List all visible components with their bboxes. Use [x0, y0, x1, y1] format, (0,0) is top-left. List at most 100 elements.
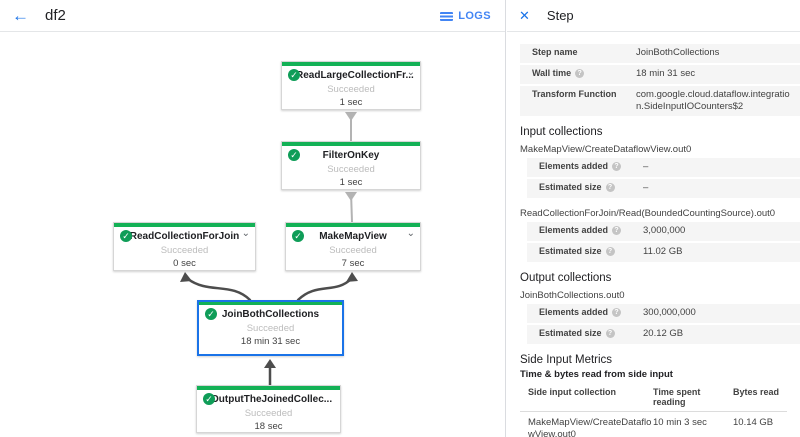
graph-node-make-map-view[interactable]: ✓ MakeMapView ⌄ Succeeded 7 sec — [285, 222, 421, 271]
logs-list-icon — [440, 11, 454, 21]
node-title: ReadCollectionForJoin — [129, 231, 240, 242]
detail-label: Transform Function — [532, 89, 617, 99]
success-check-icon: ✓ — [120, 230, 132, 242]
graph-node-read-collection-for-join[interactable]: ✓ ReadCollectionForJoin ⌄ Succeeded 0 se… — [113, 222, 256, 271]
node-title: MakeMapView — [319, 231, 387, 242]
detail-value: JoinBothCollections — [636, 47, 720, 58]
detail-row-step-name: Step name JoinBothCollections — [520, 44, 800, 63]
collection-name: MakeMapView/CreateDataflowView.out0 — [520, 144, 692, 155]
node-title: FilterOnKey — [322, 150, 380, 161]
metric-value: 20.12 GB — [643, 328, 684, 339]
detail-row-transform-function: Transform Function com.google.cloud.data… — [520, 86, 800, 116]
metric-label: Elements added? — [539, 307, 643, 317]
node-title: OutputTheJoinedCollec... — [211, 394, 333, 405]
detail-label: Wall time? — [532, 68, 636, 78]
input-collections-title: Input collections — [520, 126, 603, 138]
close-icon[interactable]: ✕ — [519, 7, 530, 23]
node-status: Succeeded — [246, 323, 295, 334]
node-status-bar — [286, 223, 420, 227]
collection-name: JoinBothCollections.out0 — [520, 290, 625, 301]
success-check-icon: ✓ — [292, 230, 304, 242]
graph-panel: ← df2 LOGS — [0, 0, 506, 437]
node-time: 1 sec — [339, 177, 363, 188]
metric-label: Elements added? — [539, 225, 643, 235]
node-status-bar — [282, 142, 420, 146]
node-title: JoinBothCollections — [221, 309, 320, 320]
column-header: Time spent reading — [653, 387, 701, 407]
node-status: Succeeded — [329, 245, 377, 256]
graph-node-output-the-joined[interactable]: ✓ OutputTheJoinedCollec... Succeeded 18 … — [196, 385, 341, 433]
metric-row-elements-added: Elements added? 300,000,000 — [527, 304, 800, 323]
column-header: Bytes read — [733, 387, 780, 397]
detail-value: com.google.cloud.dataflow.integration.Si… — [636, 89, 790, 112]
metric-value: – — [643, 182, 649, 193]
time-spent-cell: 10 min 3 sec — [653, 417, 707, 428]
step-panel-title: Step — [546, 8, 574, 23]
metric-label: Estimated size? — [539, 246, 643, 256]
help-icon[interactable]: ? — [612, 225, 622, 235]
collection-name: ReadCollectionForJoin/Read(BoundedCounti… — [520, 208, 776, 219]
node-status: Succeeded — [327, 164, 375, 175]
side-input-metrics-title: Side Input Metrics — [520, 354, 613, 366]
node-status-bar — [282, 62, 420, 66]
metric-value: 11.02 GB — [643, 246, 683, 257]
help-icon[interactable]: ? — [612, 161, 622, 171]
success-check-icon: ✓ — [288, 149, 300, 161]
node-time: 18 min 31 sec — [240, 336, 301, 347]
metric-row-elements-added: Elements added? 3,000,000 — [527, 222, 800, 241]
metric-row-estimated-size: Estimated size? – — [527, 179, 800, 198]
detail-label: Step name — [532, 47, 578, 57]
graph-node-join-both-collections[interactable]: ✓ JoinBothCollections Succeeded 18 min 3… — [197, 300, 344, 356]
node-status: Succeeded — [160, 245, 209, 256]
metric-row-estimated-size: Estimated size? 20.12 GB — [527, 325, 800, 344]
job-graph: ✓ ReadLargeCollectionFr... ⌄ Succeeded 1… — [0, 32, 505, 437]
detail-row-wall-time: Wall time? 18 min 31 sec — [520, 65, 800, 84]
help-icon[interactable]: ? — [605, 328, 615, 338]
logs-button[interactable]: LOGS — [440, 0, 491, 32]
node-time: 0 sec — [173, 258, 196, 269]
bytes-read-cell: 10.14 GB — [733, 417, 774, 428]
success-check-icon: ✓ — [205, 308, 217, 320]
back-arrow-icon[interactable]: ← — [12, 6, 29, 25]
help-icon[interactable]: ? — [612, 307, 622, 317]
job-title: df2 — [45, 7, 66, 24]
metric-value: 300,000,000 — [643, 307, 696, 318]
output-collections-title: Output collections — [520, 272, 612, 284]
metric-label: Elements added? — [539, 161, 643, 171]
step-details-panel: ✕ Step Step name JoinBothCollections Wal… — [507, 0, 800, 437]
metric-label: Estimated size? — [539, 328, 643, 338]
help-icon[interactable]: ? — [575, 68, 585, 78]
node-time: 7 sec — [341, 258, 365, 269]
node-status-bar — [197, 386, 340, 390]
step-panel-header: ✕ Step — [507, 0, 800, 32]
node-status-bar — [199, 302, 342, 305]
chevron-down-icon[interactable]: ⌄ — [406, 228, 415, 239]
detail-value: 18 min 31 sec — [636, 68, 696, 79]
metric-row-elements-added: Elements added? – — [527, 158, 800, 177]
help-icon[interactable]: ? — [605, 246, 615, 256]
chevron-down-icon[interactable]: ⌄ — [406, 67, 415, 78]
success-check-icon: ✓ — [203, 393, 215, 405]
node-time: 18 sec — [254, 421, 283, 432]
node-status: Succeeded — [327, 84, 375, 95]
graph-node-read-large-collection[interactable]: ✓ ReadLargeCollectionFr... ⌄ Succeeded 1… — [281, 61, 421, 110]
metric-value: 3,000,000 — [643, 225, 686, 236]
metric-row-estimated-size: Estimated size? 11.02 GB — [527, 243, 800, 262]
column-header: Side input collection — [528, 387, 617, 397]
metric-label: Estimated size? — [539, 182, 643, 192]
graph-node-filter-on-key[interactable]: ✓ FilterOnKey Succeeded 1 sec — [281, 141, 421, 190]
step-panel-body: Step name JoinBothCollections Wall time?… — [507, 32, 800, 437]
side-input-table-header: Side input collection Time spent reading… — [520, 384, 787, 412]
node-time: 1 sec — [339, 97, 363, 108]
side-input-subtitle: Time & bytes read from side input — [520, 369, 673, 380]
table-row: MakeMapView/CreateDataflowView.out0 10 m… — [520, 412, 787, 437]
side-input-table: Side input collection Time spent reading… — [520, 384, 787, 437]
job-header: ← df2 LOGS — [0, 0, 505, 32]
node-status: Succeeded — [244, 408, 293, 419]
help-icon[interactable]: ? — [605, 182, 615, 192]
side-input-collection-cell: MakeMapView/CreateDataflowView.out0 — [528, 417, 652, 437]
logs-button-label: LOGS — [458, 10, 491, 22]
chevron-down-icon[interactable]: ⌄ — [241, 228, 250, 239]
node-title: ReadLargeCollectionFr... — [296, 70, 414, 81]
